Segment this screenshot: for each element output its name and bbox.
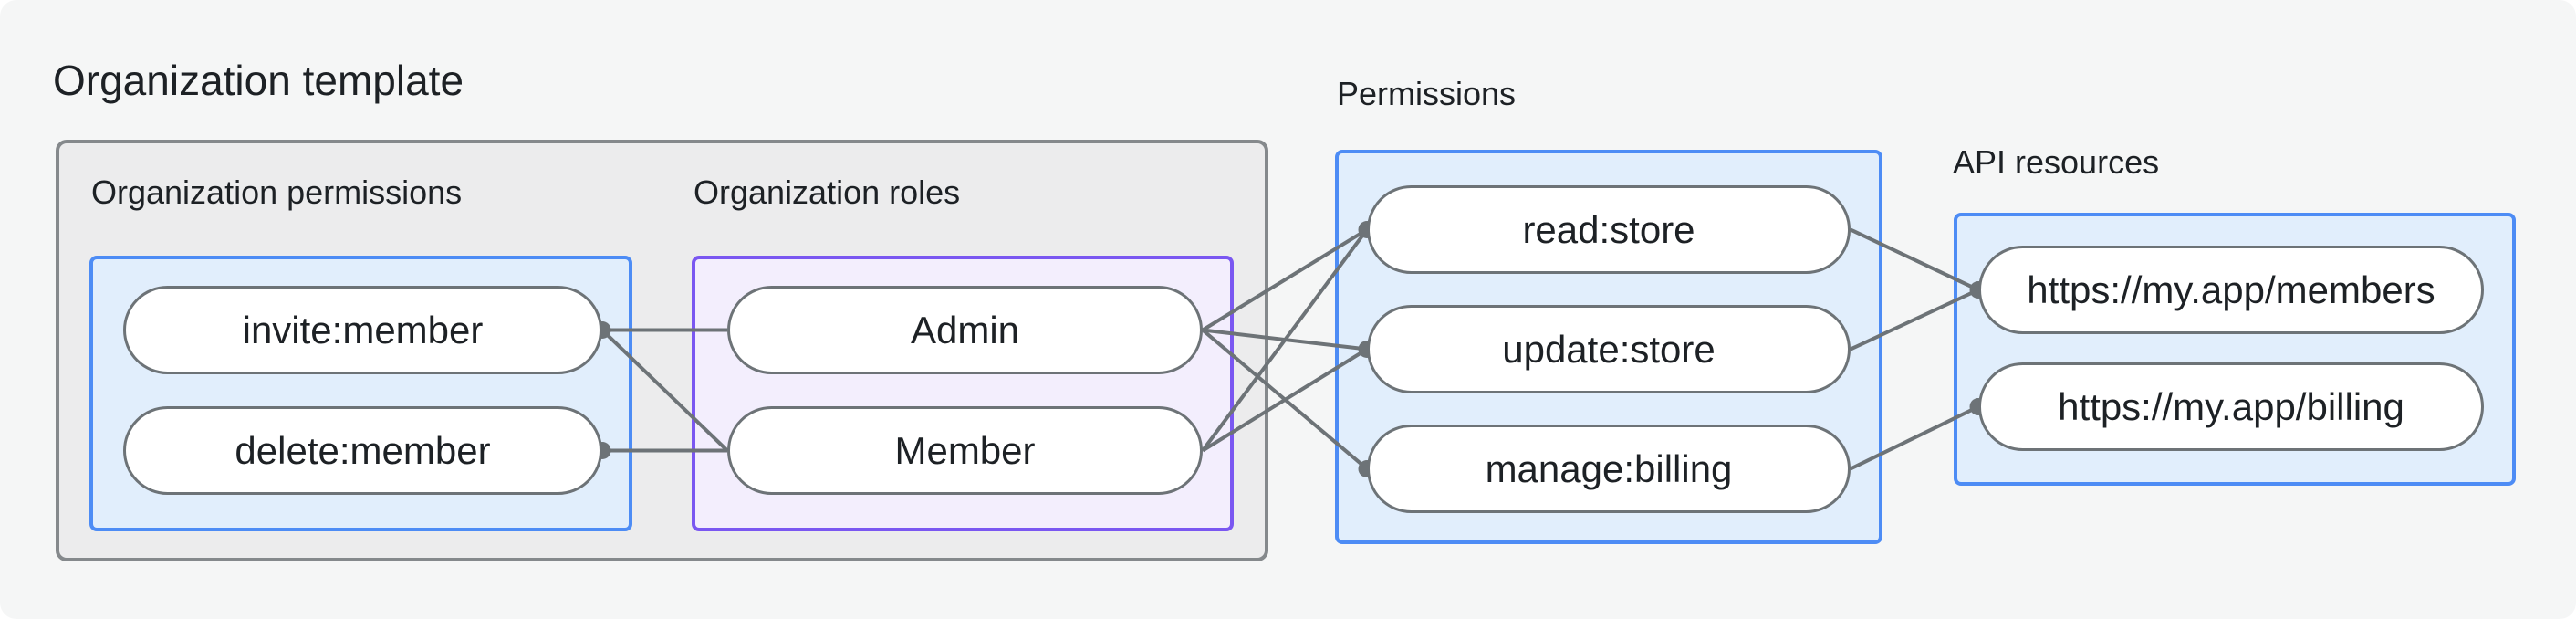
node-pill-delete-member: delete:member: [123, 406, 602, 495]
node-pill-api-members: https://my.app/members: [1978, 246, 2484, 334]
organization-permissions-heading: Organization permissions: [91, 173, 463, 211]
permissions-heading: Permissions: [1337, 75, 1517, 112]
node-pill-member: Member: [727, 406, 1203, 495]
node-pill-read-store: read:store: [1367, 185, 1851, 274]
organization-roles-heading: Organization roles: [694, 173, 961, 211]
node-pill-manage-billing: manage:billing: [1367, 425, 1851, 513]
node-pill-admin: Admin: [727, 286, 1203, 374]
diagram-title: Organization template: [53, 57, 464, 104]
node-pill-api-billing: https://my.app/billing: [1978, 362, 2484, 451]
node-pill-update-store: update:store: [1367, 305, 1851, 393]
api-resources-heading: API resources: [1953, 143, 2160, 181]
node-pill-invite-member: invite:member: [123, 286, 602, 374]
